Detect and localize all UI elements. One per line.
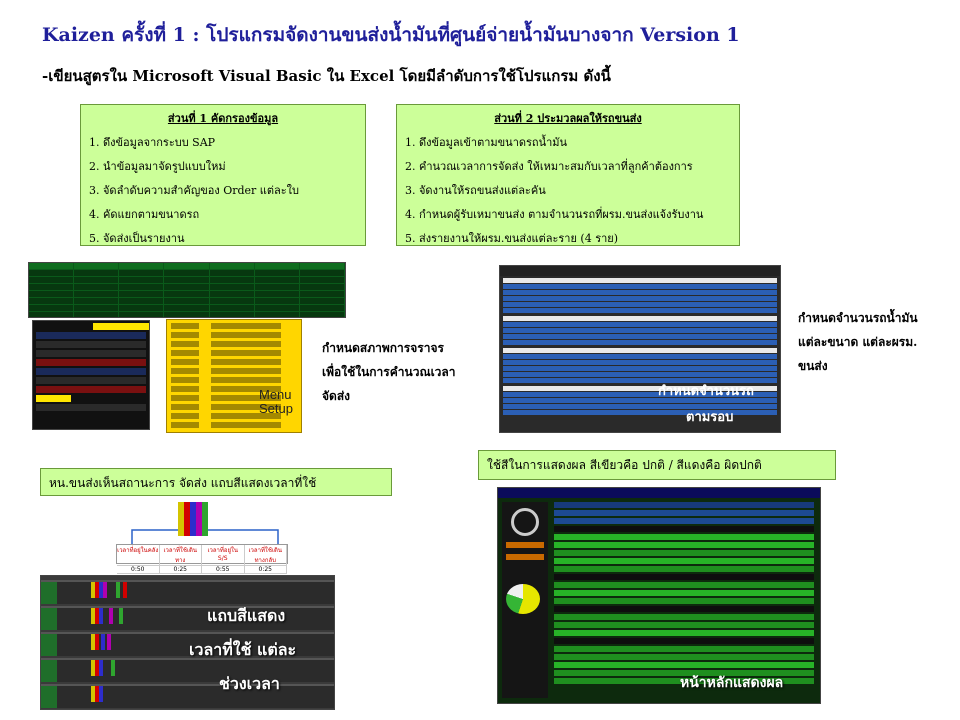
time-summary-table: เวลาที่อยู่ในคลัง เวลาที่ใช้เดินทาง เวลา… (116, 544, 288, 574)
time-header: เวลาที่อยู่ใน S/S (202, 545, 245, 565)
part1-item: 3. จัดลำดับความสำคัญของ Order แต่ละใบ (89, 184, 300, 197)
status-caption: หน.ขนส่งเห็นสถานะการ จัดส่ง แถบสีแสดงเวล… (40, 468, 392, 496)
menu-setup-label: Menu Setup (259, 388, 293, 416)
truck-label-line: ขนส่ง (798, 359, 828, 373)
truck-overlay-line: กำหนดจำนวนรถ (658, 384, 754, 399)
part1-item: 4. คัดแยกตามขนาดรถ (89, 208, 200, 221)
part2-item: 2. คำนวณเวลาการจัดส่ง ให้เหมาะสมกับเวลาท… (405, 160, 693, 173)
menu-setup-line: Setup (259, 401, 293, 416)
traffic-label-line: จัดส่ง (322, 389, 351, 403)
part2-box: ส่วนที่ 2 ประมวลผลให้รถขนส่ง 1. ดึงข้อมู… (396, 104, 740, 246)
gantt-overlay-line: ช่วงเวลา (219, 674, 280, 693)
station-list-screenshot (166, 319, 302, 433)
truck-label-line: กำหนดจำนวนรถน้ำมัน (798, 311, 918, 325)
gantt-bars (91, 582, 127, 702)
delivery-status-gantt-screenshot: แถบสีแสดง เวลาที่ใช้ แต่ละ ช่วงเวลา (40, 575, 335, 710)
truck-label: กำหนดจำนวนรถน้ำมัน แต่ละขนาด แต่ละผรม. ข… (798, 306, 918, 378)
time-header: เวลาที่ใช้เดินทางกลับ (245, 545, 287, 565)
time-header: เวลาที่ใช้เดินทาง (160, 545, 202, 565)
time-value: 0:25 (160, 566, 202, 573)
menu-setup-line: Menu (259, 387, 292, 402)
part2-item: 3. จัดงานให้รถขนส่งแต่ละคัน (405, 184, 546, 197)
part2-item: 5. ส่งรายงานให้ผรม.ขนส่งแต่ละราย (4 ราย) (405, 232, 619, 245)
page-title: Kaizen ครั้งที่ 1 : โปรแกรมจัดงานขนส่งน้… (42, 24, 740, 46)
part1-item: 2. นำข้อมูลมาจัดรูปแบบใหม่ (89, 160, 226, 173)
sap-data-table-screenshot (28, 262, 346, 318)
traffic-label-line: กำหนดสภาพการจราจร (322, 341, 444, 355)
app-logo (511, 508, 539, 536)
truck-overlay-line: ตามรอบ (686, 410, 734, 425)
color-caption: ใช้สีในการแสดงผล สีเขียวคือ ปกติ / สีแดง… (478, 450, 836, 480)
part1-heading: ส่วนที่ 1 คัดกรองข้อมูล (167, 112, 279, 125)
time-value: 0:25 (245, 566, 287, 573)
traffic-label: กำหนดสภาพการจราจร เพื่อใช้ในการคำนวณเวลา… (322, 336, 456, 408)
part1-item: 5. จัดส่งเป็นรายงาน (89, 232, 185, 245)
pie-graphic (506, 584, 540, 614)
status-color-bars (178, 502, 208, 536)
gantt-overlay-line: แถบสีแสดง (207, 606, 286, 625)
gantt-overlay-line: เวลาที่ใช้ แต่ละ (189, 640, 297, 659)
part1-box: ส่วนที่ 1 คัดกรองข้อมูล 1. ดึงข้อมูลจากร… (80, 104, 366, 246)
part1-item: 1. ดึงข้อมูลจากระบบ SAP (89, 136, 216, 149)
time-header: เวลาที่อยู่ในคลัง (117, 545, 160, 565)
traffic-settings-screenshot (32, 320, 150, 430)
part2-item: 1. ดึงข้อมูลเข้าตามขนาดรถน้ำมัน (405, 136, 568, 149)
traffic-label-line: เพื่อใช้ในการคำนวณเวลา (322, 365, 456, 379)
part2-item: 4. กำหนดผู้รับเหมาขนส่ง ตามจำนวนรถที่ผรม… (405, 208, 704, 221)
time-value: 0:55 (202, 566, 245, 573)
page-subtitle: -เขียนสูตรใน Microsoft Visual Basic ใน E… (42, 67, 611, 85)
truck-allocation-screenshot: กำหนดจำนวนรถ ตามรอบ (499, 265, 781, 433)
part2-heading: ส่วนที่ 2 ประมวลผลให้รถขนส่ง (494, 112, 642, 125)
dashboard-overlay: หน้าหลักแสดงผล (680, 675, 784, 691)
main-dashboard-screenshot: หน้าหลักแสดงผล (497, 487, 821, 704)
time-value: 0:50 (117, 566, 160, 573)
truck-label-line: แต่ละขนาด แต่ละผรม. (798, 335, 918, 349)
